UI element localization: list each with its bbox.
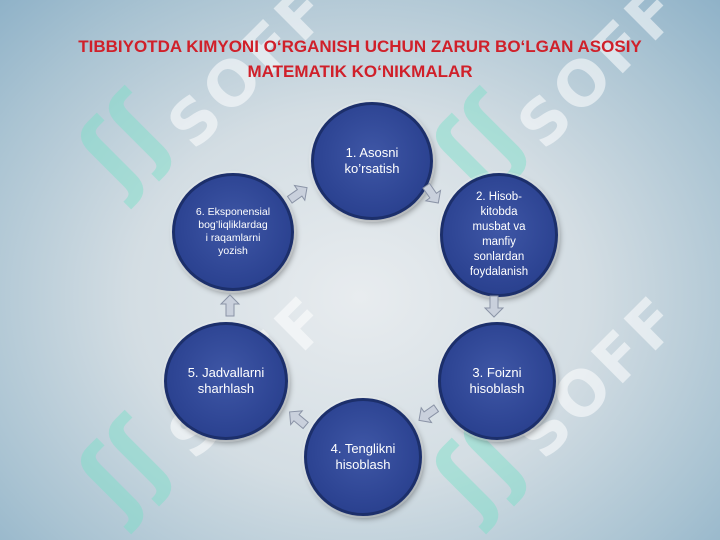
title-line-2: MATEMATIK KO‘NIKMALAR (247, 62, 473, 81)
slide-title: TIBBIYOTDA KIMYONI O‘RGANISH UCHUN ZARUR… (20, 34, 700, 84)
title-line-1: TIBBIYOTDA KIMYONI O‘RGANISH UCHUN ZARUR… (78, 37, 642, 56)
